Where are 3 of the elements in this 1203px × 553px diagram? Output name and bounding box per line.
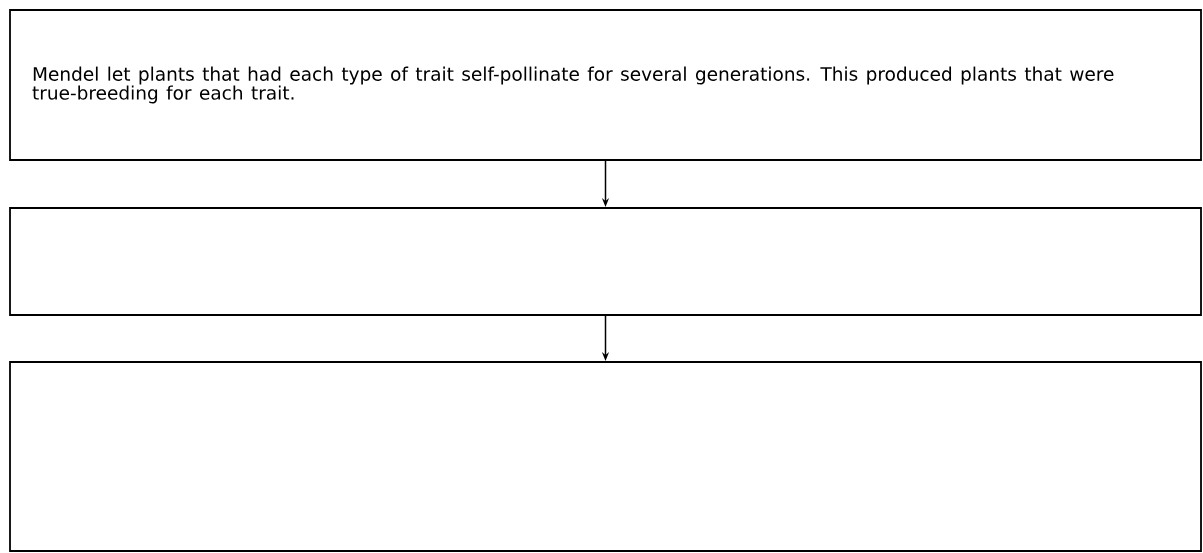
text-box: Mendel let plants that had each type of trait self-pollinate for several generations. This produced plants that were true-breeding for each trait. xyxy=(9,9,1202,161)
empty-box xyxy=(9,361,1202,552)
empty-box xyxy=(9,207,1202,316)
